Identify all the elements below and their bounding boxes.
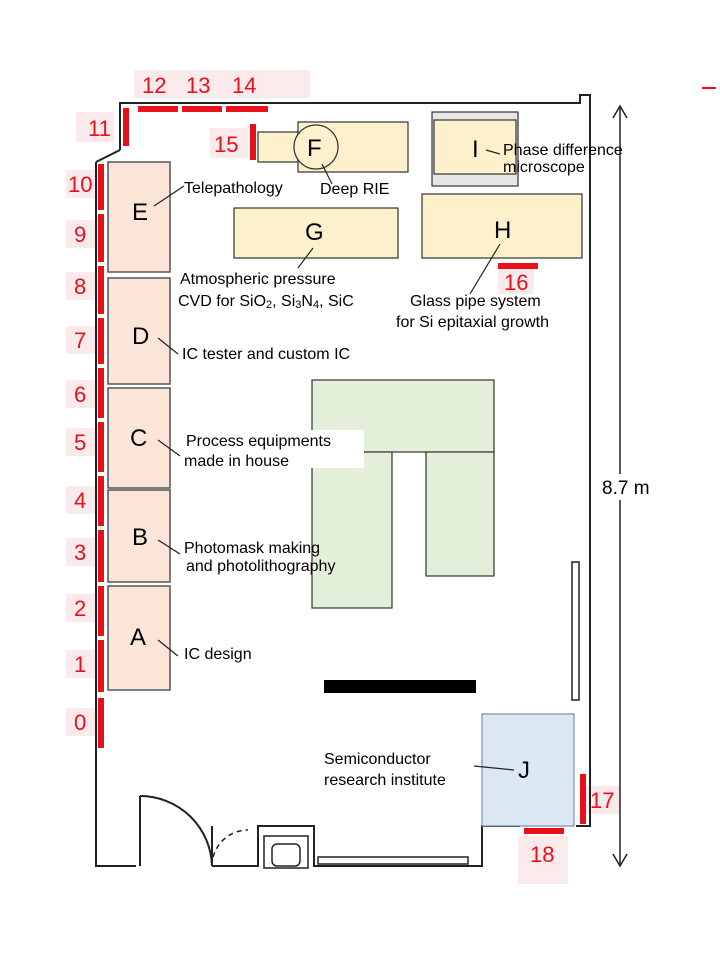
marker-bar-13[interactable]: [182, 106, 222, 112]
room-walls: [95, 94, 591, 867]
marker-bar-11[interactable]: [123, 108, 129, 146]
marker-label-6: 6: [74, 382, 86, 407]
equipment-units: [233, 111, 583, 259]
label-c-line2: made in house: [184, 453, 289, 470]
letter-b: B: [132, 524, 148, 551]
marker-label-4: 4: [74, 488, 86, 513]
letter-g: G: [305, 219, 324, 246]
letter-j: J: [518, 757, 530, 784]
equipment-h[interactable]: [421, 193, 583, 259]
marker-label-0: 0: [74, 710, 86, 735]
equipment-f-chamber: [293, 124, 339, 170]
marker-label-17: 17: [590, 788, 614, 813]
marker-bar-16[interactable]: [498, 263, 538, 269]
marker-label-14: 14: [232, 73, 256, 98]
red-markers: [98, 106, 586, 834]
label-j-line1: Semiconductor: [324, 751, 431, 768]
marker-label-3: 3: [74, 540, 86, 565]
marker-bar-9[interactable]: [98, 214, 104, 262]
marker-bar-3[interactable]: [98, 530, 104, 582]
label-i-line1: Phase difference: [503, 142, 623, 159]
marker-label-7: 7: [74, 328, 86, 353]
marker-label-backgrounds: [66, 70, 620, 884]
workstations: [107, 161, 171, 691]
marker-numbers: 0 1 2 3 4 5 6 7 8 9 10 11 12 13 14 15 16…: [68, 73, 614, 867]
marker-label-8: 8: [74, 274, 86, 299]
marker-bar-17[interactable]: [580, 774, 586, 824]
workstation-a[interactable]: [107, 585, 171, 691]
black-bench: [324, 680, 476, 693]
letter-d: D: [132, 323, 149, 350]
label-f: Deep RIE: [320, 181, 389, 198]
workstation-c[interactable]: [107, 387, 171, 489]
leader-lines: [153, 149, 515, 771]
marker-label-1: 1: [74, 652, 86, 677]
marker-label-9: 9: [74, 222, 86, 247]
marker-bar-1[interactable]: [98, 640, 104, 692]
marker-bar-2[interactable]: [98, 586, 104, 636]
label-g-line1: Atmospheric pressure: [180, 271, 336, 288]
marker-bar-7[interactable]: [98, 318, 104, 364]
label-i-line2: microscope: [503, 159, 585, 176]
marker-bar-0[interactable]: [98, 698, 104, 748]
dimension-arrow: [598, 104, 662, 868]
marker-label-18: 18: [530, 842, 554, 867]
marker-label-11: 11: [88, 116, 111, 141]
marker-label-2: 2: [74, 596, 86, 621]
letter-c: C: [130, 425, 147, 452]
label-b-line1: Photomask making: [184, 540, 320, 557]
label-d: IC tester and custom IC: [182, 346, 350, 363]
workstation-e[interactable]: [107, 161, 171, 273]
marker-bar-8[interactable]: [98, 266, 104, 314]
label-g-line2: CVD for SiO2, Si3N4, SiC: [178, 293, 354, 311]
label-e: Telepathology: [184, 180, 283, 197]
marker-label-5: 5: [74, 430, 86, 455]
marker-label-13: 13: [186, 73, 210, 98]
equipment-labels: IC design Photomask making and photolith…: [178, 142, 623, 789]
workstation-d[interactable]: [107, 277, 171, 385]
equipment-i[interactable]: [433, 119, 517, 175]
letter-a: A: [130, 624, 146, 651]
equipment-letters: A B C D E F G H I J: [130, 135, 530, 784]
letter-i: I: [472, 136, 479, 163]
marker-label-12: 12: [142, 73, 166, 98]
marker-bar-14[interactable]: [226, 106, 268, 112]
label-a: IC design: [184, 646, 252, 663]
marker-bar-10[interactable]: [98, 164, 104, 210]
marker-label-10: 10: [68, 172, 92, 197]
label-j-line2: research institute: [324, 772, 446, 789]
center-tables: [311, 379, 495, 609]
marker-bar-15[interactable]: [250, 124, 256, 160]
label-b-line2: and photolithography: [186, 558, 335, 575]
bottom-shelf: [317, 856, 469, 865]
marker-bar-12[interactable]: [138, 106, 178, 112]
marker-label-16: 16: [504, 270, 528, 295]
workstation-b[interactable]: [107, 489, 171, 583]
entrance-door: [139, 795, 249, 867]
table-left[interactable]: [311, 451, 393, 609]
marker-label-15: 15: [214, 132, 238, 157]
table-right[interactable]: [425, 451, 495, 577]
letter-h: H: [494, 217, 511, 244]
marker-bar-18[interactable]: [524, 828, 564, 834]
letter-f: F: [307, 135, 322, 162]
right-shelf: [571, 561, 580, 701]
marker-bar-4[interactable]: [98, 476, 104, 526]
label-h-line1: Glass pipe system: [410, 293, 541, 310]
marker-bar-5[interactable]: [98, 422, 104, 472]
semiconductor-institute-area[interactable]: [481, 713, 575, 827]
label-c-line1: Process equipments: [186, 433, 331, 450]
label-h-line2: for Si epitaxial growth: [396, 314, 549, 331]
dimension-label: 8.7 m: [602, 478, 650, 499]
marker-bar-6[interactable]: [98, 368, 104, 418]
sink-fixture: [263, 835, 309, 869]
deep-rie-side-unit: [257, 131, 299, 163]
equipment-g[interactable]: [233, 207, 399, 259]
letter-e: E: [132, 199, 148, 226]
